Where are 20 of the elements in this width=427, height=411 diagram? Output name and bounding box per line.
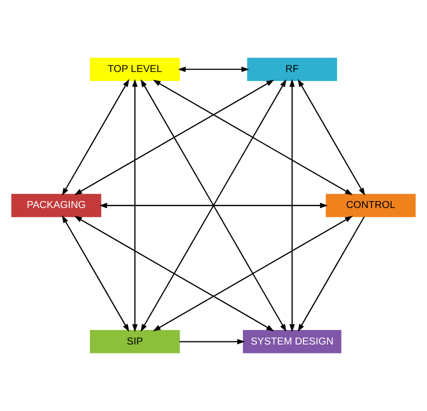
arrow	[178, 66, 250, 72]
arrow	[62, 79, 130, 196]
arrow	[152, 80, 353, 196]
node-box: RF	[247, 58, 338, 81]
arrow	[74, 80, 274, 196]
node-box: SIP	[90, 330, 180, 354]
arrow	[132, 78, 138, 332]
arrow	[152, 216, 353, 332]
arrow	[74, 216, 274, 332]
arrow	[179, 338, 245, 344]
arrow	[62, 215, 130, 332]
arrow	[298, 216, 365, 332]
node-box: TOP LEVEL	[90, 58, 180, 81]
node-box: PACKAGING	[11, 194, 102, 218]
arrow	[140, 79, 286, 332]
arrow	[298, 79, 366, 196]
arrow	[289, 78, 295, 332]
node-box: CONTROL	[326, 194, 416, 218]
node-box: SYSTEM DESIGN	[242, 330, 342, 354]
arrow	[99, 202, 328, 208]
